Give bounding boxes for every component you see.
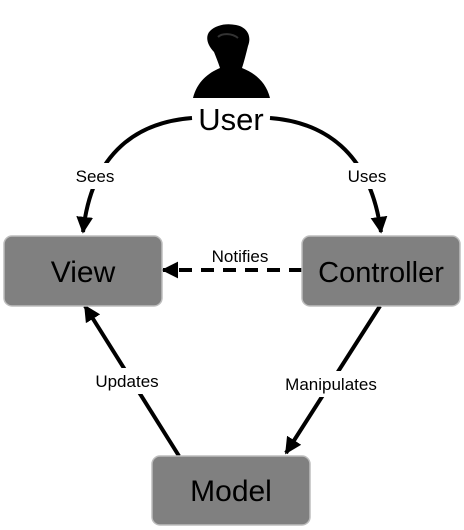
updates-label: Updates <box>95 372 158 391</box>
view-label: View <box>51 256 116 289</box>
view-node: View <box>3 235 163 307</box>
controller-node: Controller <box>301 235 461 307</box>
manipulates-label: Manipulates <box>285 375 377 394</box>
controller-label: Controller <box>318 257 444 289</box>
view-box <box>3 235 163 307</box>
model-box <box>151 455 311 526</box>
controller-box <box>301 235 461 307</box>
sees-edge <box>76 116 193 234</box>
model-node: Model <box>151 455 311 526</box>
model-label: Model <box>190 475 272 508</box>
uses-edge <box>269 116 388 234</box>
sees-label-bg <box>68 163 122 189</box>
manipulates-label-bg <box>276 371 386 397</box>
uses-label: Uses <box>348 167 387 186</box>
notifies-label: Notifies <box>212 247 269 266</box>
user-label: User <box>198 102 263 137</box>
uses-label-bg <box>340 163 394 189</box>
updates-label-bg <box>88 368 166 394</box>
sees-label: Sees <box>76 167 115 186</box>
user-silhouette-icon <box>193 24 270 98</box>
